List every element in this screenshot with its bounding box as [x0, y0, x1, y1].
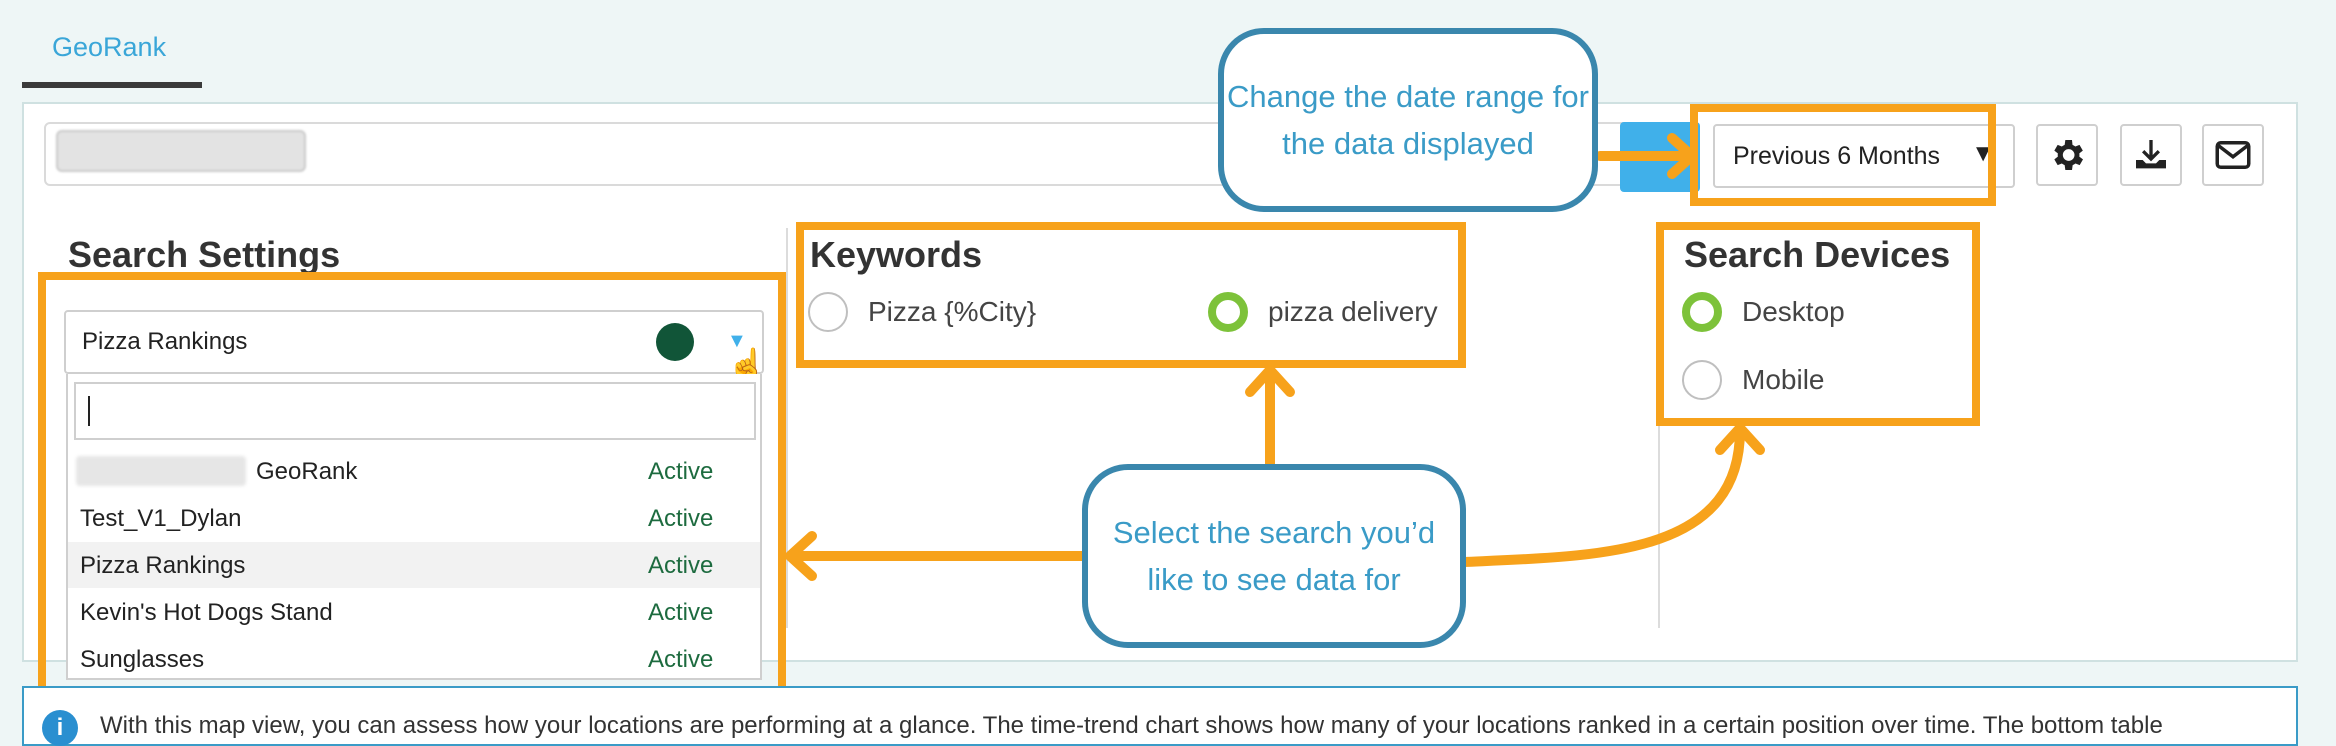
envelope-icon: [2215, 141, 2251, 169]
keywords-title: Keywords: [810, 234, 983, 275]
select-search-callout: Select the search you’d like to see data…: [1082, 464, 1466, 648]
device-radio[interactable]: [1682, 360, 1722, 400]
device-label: Mobile: [1742, 364, 1825, 395]
status-dot-icon: [656, 323, 694, 361]
keyword-radio-checked[interactable]: [1208, 292, 1248, 332]
list-item-name: Pizza Rankings: [80, 552, 246, 579]
settings-button[interactable]: [2036, 124, 2098, 186]
info-icon: i: [42, 710, 78, 746]
list-item-name: Kevin's Hot Dogs Stand: [80, 599, 333, 626]
list-item[interactable]: Test_V1_Dylan Active: [68, 495, 760, 541]
list-item-status: Active: [648, 458, 714, 485]
redacted-text: [76, 456, 246, 486]
devices-highlight: [1656, 222, 1980, 426]
chevron-down-icon[interactable]: ▼: [727, 330, 747, 352]
list-item[interactable]: Kevin's Hot Dogs Stand Active: [68, 589, 760, 635]
list-item-name: GeoRank: [256, 458, 358, 485]
device-radio-checked[interactable]: [1682, 292, 1722, 332]
date-range-callout: Change the date range for the data displ…: [1218, 28, 1598, 212]
tab-georank[interactable]: GeoRank: [52, 32, 167, 62]
keyword-label: pizza delivery: [1268, 296, 1438, 327]
device-label: Desktop: [1742, 296, 1845, 327]
list-item-name: Test_V1_Dylan: [80, 505, 242, 532]
search-settings-title: Search Settings: [68, 234, 341, 275]
keyword-label: Pizza {%City}: [868, 296, 1037, 327]
download-icon: [2136, 140, 2166, 169]
list-item[interactable]: GeoRank Active: [68, 448, 760, 494]
gear-icon: [2054, 140, 2083, 170]
info-text: With this map view, you can assess how y…: [100, 712, 2163, 739]
search-filter-input[interactable]: [74, 382, 756, 440]
search-select[interactable]: [64, 310, 764, 374]
column-divider: [1658, 228, 1660, 628]
redacted-field: [56, 130, 306, 172]
text-caret: [88, 396, 90, 426]
download-button[interactable]: [2120, 124, 2182, 186]
active-tab-indicator: [22, 82, 202, 88]
list-item-selected[interactable]: Pizza Rankings Active: [68, 542, 760, 588]
date-range-select[interactable]: Previous 6 Months ▼: [1713, 124, 2015, 188]
search-select-value: Pizza Rankings: [82, 328, 248, 355]
search-devices-title: Search Devices: [1684, 234, 1951, 275]
date-range-value: Previous 6 Months: [1733, 141, 1941, 170]
email-button[interactable]: [2202, 124, 2264, 186]
list-item-status: Active: [648, 505, 714, 532]
keywords-highlight: [796, 222, 1466, 368]
list-item-status: Active: [648, 646, 714, 673]
list-item-name: Sunglasses: [80, 646, 205, 673]
list-item-status: Active: [648, 552, 714, 579]
list-item-status: Active: [648, 599, 714, 626]
list-item[interactable]: Sunglasses Active: [68, 636, 760, 682]
column-divider: [786, 228, 788, 628]
keyword-radio[interactable]: [808, 292, 848, 332]
